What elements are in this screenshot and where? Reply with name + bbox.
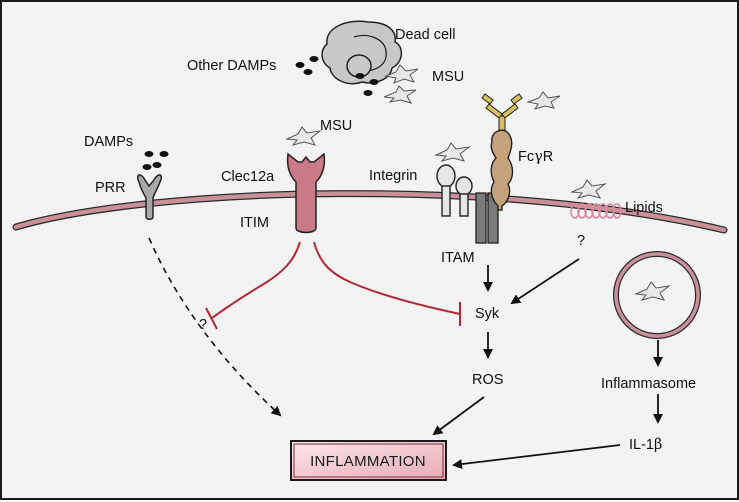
inhibition-question-label: ? xyxy=(199,317,207,333)
antibody-icon xyxy=(481,93,523,131)
inflammation-box: INFLAMMATION xyxy=(290,440,447,481)
msu-crystal-icon xyxy=(434,142,471,162)
il1b-label: IL-1β xyxy=(629,437,662,453)
lipids-icon xyxy=(570,203,622,219)
damps-dots xyxy=(142,151,169,170)
lipids-label: Lipids xyxy=(625,200,663,216)
other-damps-label: Other DAMPs xyxy=(187,58,276,74)
msu-crystal-icon xyxy=(634,281,671,301)
ros-label: ROS xyxy=(472,372,503,388)
other-damps-dots xyxy=(295,56,379,96)
clec12a-receptor-icon xyxy=(286,152,326,234)
pathway-arrows xyxy=(432,258,663,470)
clec12a-label: Clec12a xyxy=(221,169,275,185)
damps-label: DAMPs xyxy=(84,134,133,150)
msu-crystal-icon xyxy=(570,179,607,199)
itam-label: ITAM xyxy=(441,250,475,266)
cell-membrane xyxy=(12,190,728,234)
syk-label: Syk xyxy=(475,306,500,322)
fcgr-label: FcγR xyxy=(518,149,553,165)
itam-icon xyxy=(475,192,499,244)
integrin-label: Integrin xyxy=(369,168,417,184)
inflammation-label: INFLAMMATION xyxy=(310,453,426,470)
itim-label: ITIM xyxy=(240,215,269,231)
fcgr-receptor-icon xyxy=(490,129,514,211)
inflammasome-label: Inflammasome xyxy=(601,376,696,392)
itim-inhibition-lines xyxy=(205,241,461,330)
prr-to-inflammation-arrow xyxy=(148,237,282,417)
msu-crystal-icon xyxy=(285,126,322,146)
msu-top-label: MSU xyxy=(432,69,464,85)
phagosome-icon xyxy=(613,251,701,339)
dead-cell-icon xyxy=(321,20,403,85)
lipids-question-label: ? xyxy=(577,233,585,249)
prr-label: PRR xyxy=(95,180,126,196)
dead-cell-label: Dead cell xyxy=(395,27,455,43)
msu-crystal-icon xyxy=(383,64,561,110)
msu-receptor-label: MSU xyxy=(320,118,352,134)
prr-receptor-icon xyxy=(136,174,163,220)
integrin-receptor-icon xyxy=(436,164,473,217)
